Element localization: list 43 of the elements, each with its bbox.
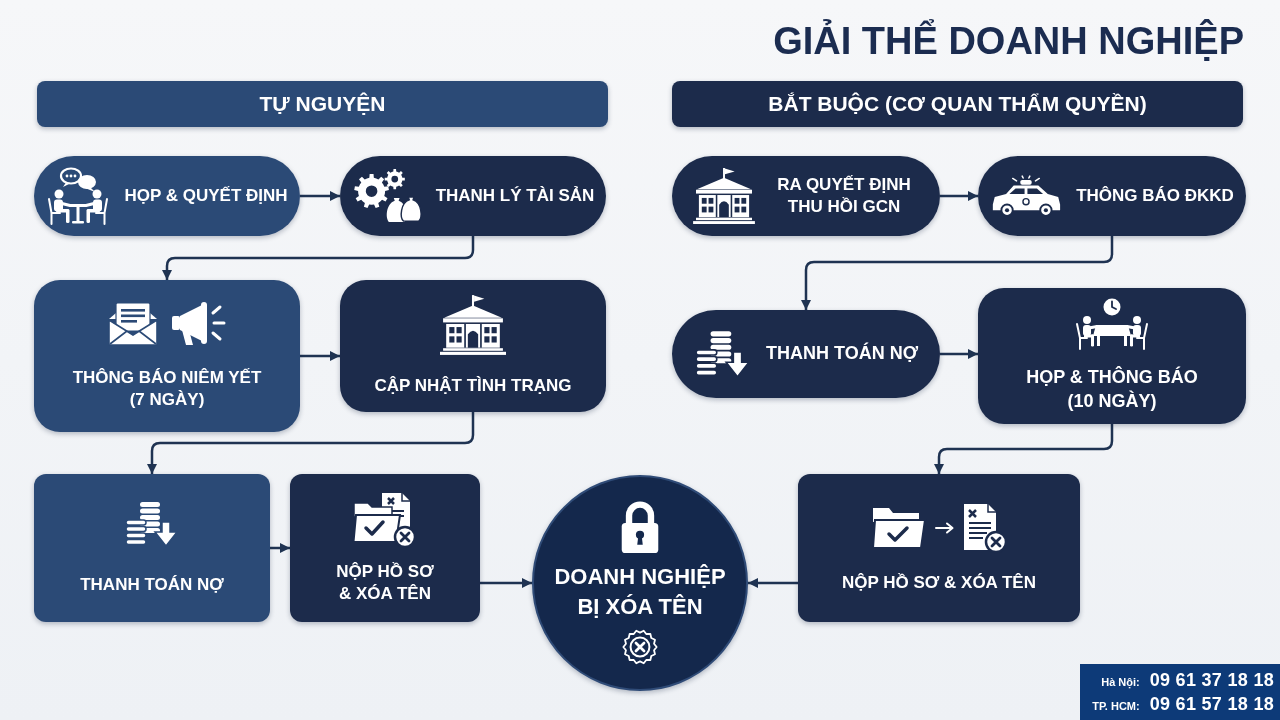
step-label: THANH TOÁN NỢ bbox=[766, 342, 918, 366]
process-step bbox=[798, 474, 1080, 622]
step-label: HỌP & QUYẾT ĐỊNH bbox=[124, 184, 288, 207]
step-label: THANH LÝ TÀI SẢN bbox=[435, 184, 595, 207]
flow-arrow bbox=[162, 236, 475, 280]
flow-arrow bbox=[300, 351, 340, 361]
result-label: DOANH NGHIỆP BỊ XÓA TÊN bbox=[553, 563, 727, 621]
page-title: GIẢI THỂ DOANH NGHIỆP bbox=[773, 18, 1244, 64]
phone-number: 09 61 37 18 18 bbox=[1149, 669, 1274, 692]
process-step bbox=[340, 156, 606, 236]
flow-arrow bbox=[147, 412, 475, 474]
step-label: THANH TOÁN NỢ bbox=[80, 573, 224, 596]
phone-number: 09 61 57 18 18 bbox=[1149, 693, 1274, 716]
step-label: THÔNG BÁO NIÊM YẾT (7 NGÀY) bbox=[71, 366, 263, 411]
step-label: THÔNG BÁO ĐKKD bbox=[1076, 184, 1234, 207]
process-step bbox=[340, 280, 606, 412]
process-step bbox=[34, 156, 300, 236]
flow-arrow bbox=[300, 191, 340, 201]
process-step bbox=[978, 288, 1246, 424]
step-label: HỌP & THÔNG BÁO (10 NGÀY) bbox=[1025, 366, 1199, 413]
flow-arrow bbox=[270, 543, 290, 553]
process-step bbox=[672, 310, 940, 398]
flow-arrow bbox=[940, 349, 978, 359]
section-header-bar bbox=[672, 81, 1243, 127]
city-label: TP. HCM: bbox=[1092, 700, 1140, 712]
process-step bbox=[34, 280, 300, 432]
step-label: NỘP HỒ SƠ & XÓA TÊN bbox=[335, 560, 435, 605]
section-heading: BẮT BUỘC (CƠ QUAN THẨM QUYỀN) bbox=[768, 91, 1147, 118]
flow-arrow bbox=[934, 424, 1114, 474]
step-label: NỘP HỒ SƠ & XÓA TÊN bbox=[842, 571, 1036, 594]
process-step bbox=[672, 156, 940, 236]
section-heading: TỰ NGUYỆN bbox=[259, 91, 386, 118]
section-header-bar bbox=[37, 81, 608, 127]
process-step bbox=[34, 474, 270, 622]
flow-arrow bbox=[480, 578, 532, 588]
flow-arrow bbox=[748, 578, 798, 588]
flow-arrow bbox=[940, 191, 978, 201]
process-step bbox=[290, 474, 480, 622]
step-label: RA QUYẾT ĐỊNH THU HỒI GCN bbox=[776, 173, 912, 218]
step-label: CẬP NHẬT TÌNH TRẠNG bbox=[374, 374, 572, 397]
city-label: Hà Nội: bbox=[1100, 676, 1140, 688]
process-step bbox=[978, 156, 1246, 236]
flow-arrow bbox=[801, 236, 1114, 310]
